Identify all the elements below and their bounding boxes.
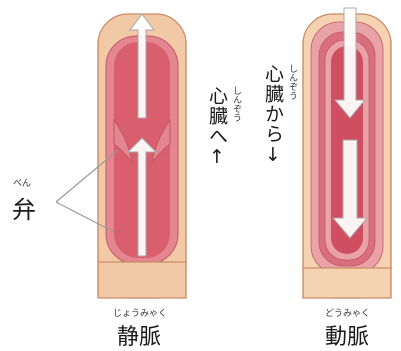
vein-flow-arrow-lower [126, 137, 158, 257]
vein-lower-section [97, 261, 187, 299]
valve-ruby: べん [13, 179, 32, 189]
valve-label: 弁 [12, 196, 36, 224]
to-heart-label: 心臓へ↑ [206, 86, 228, 169]
from-heart-ruby: しんぞう [287, 64, 297, 100]
vein-flow-arrow-upper [129, 13, 155, 119]
vein-valve-left [113, 118, 133, 164]
artery-flow-arrow-upper [333, 7, 367, 119]
vein-label: 静脈 [117, 325, 162, 350]
artery-vessel [302, 7, 392, 299]
valve-pointer-upper [55, 149, 119, 203]
artery-flow-arrow-lower [331, 139, 369, 239]
vein-ruby: じょうみゃく [113, 309, 168, 319]
artery-ruby: どうみゃく [325, 309, 371, 319]
vein-vessel [55, 13, 187, 299]
artery-label: 動脈 [325, 325, 370, 350]
to-heart-ruby: しんぞう [231, 86, 241, 122]
valve-pointer-lower [55, 201, 115, 233]
artery-lower-section [302, 267, 392, 299]
vein-valve-right [151, 118, 171, 164]
from-heart-label: 心臓から↓ [262, 64, 284, 167]
